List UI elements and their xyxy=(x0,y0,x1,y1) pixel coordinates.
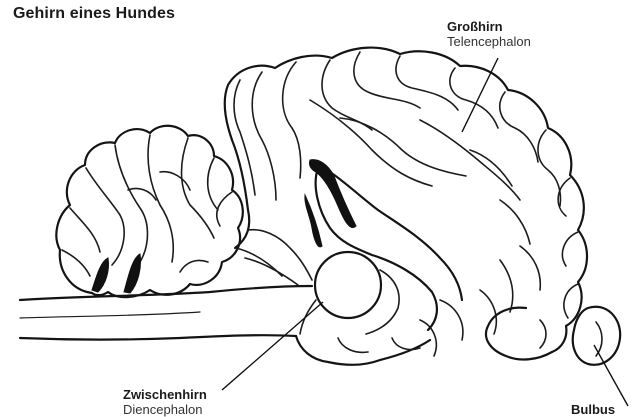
diencephalon xyxy=(300,252,399,334)
leader-zwischenhirn xyxy=(222,302,323,390)
label-grosshirn-latin: Telencephalon xyxy=(447,34,531,49)
label-bulbus: Bulbus xyxy=(571,402,615,417)
brainstem xyxy=(20,286,430,365)
cerebrum xyxy=(225,48,587,356)
label-grosshirn: Großhirn Telencephalon xyxy=(447,19,531,49)
leader-grosshirn xyxy=(462,58,498,132)
label-grosshirn-name: Großhirn xyxy=(447,19,531,34)
leader-bulbus xyxy=(594,345,628,406)
label-bulbus-name: Bulbus xyxy=(571,402,615,417)
label-zwischenhirn-latin: Diencephalon xyxy=(123,402,207,417)
label-zwischenhirn-name: Zwischenhirn xyxy=(123,387,207,402)
label-zwischenhirn: Zwischenhirn Diencephalon xyxy=(123,387,207,417)
cerebellum xyxy=(56,126,242,297)
